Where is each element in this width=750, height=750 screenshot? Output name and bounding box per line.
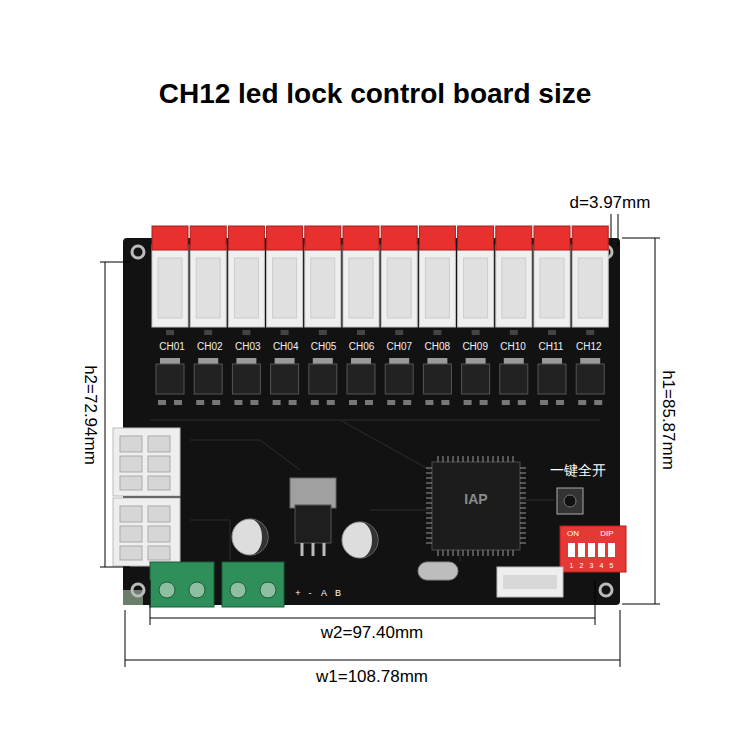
switch-number: 4	[600, 562, 604, 570]
pcb-board	[123, 238, 620, 605]
uart-connector	[497, 567, 563, 597]
dimension-label: w2=97.40mm	[321, 624, 424, 643]
switch-number: 2	[580, 562, 584, 570]
chip-marking: IAP	[464, 492, 487, 507]
push-button	[557, 488, 583, 514]
channel-label: CH08	[425, 341, 451, 352]
channel-label: CH02	[197, 341, 223, 352]
crystal	[418, 562, 458, 580]
dimension-label: d=3.97mm	[570, 194, 651, 213]
traces	[150, 420, 600, 562]
pin-label: +	[295, 589, 300, 599]
dimension-lines	[100, 214, 660, 667]
title: CH12 led lock control board size	[0, 78, 750, 110]
channel-connectors	[152, 226, 608, 335]
switch-number: 1	[570, 562, 574, 570]
channel-label: CH07	[387, 341, 413, 352]
pin-label: B	[335, 589, 341, 599]
channel-label: CH11	[539, 341, 564, 352]
channel-label: CH03	[235, 341, 261, 352]
terminal-blocks	[150, 562, 284, 607]
switch-label: DIP	[600, 530, 613, 539]
switch-number: 5	[610, 562, 614, 570]
dimension-label: w1=108.78mm	[316, 668, 428, 687]
channel-label: CH12	[576, 341, 602, 352]
pin-label: A	[321, 589, 327, 599]
channel-label: CH10	[500, 341, 526, 352]
switch-label: ON	[567, 530, 579, 539]
switch-number: 3	[590, 562, 594, 570]
pin-label: -	[309, 589, 312, 599]
regulator	[290, 478, 336, 556]
mount-holes	[132, 246, 612, 596]
channel-label: CH01	[159, 341, 185, 352]
mosfet-row	[156, 358, 604, 405]
channel-label: CH04	[273, 341, 299, 352]
channel-label: CH05	[311, 341, 337, 352]
dimension-label: h2=72.94mm	[81, 365, 100, 465]
button-label: 一键全开	[550, 463, 606, 478]
power-connectors	[113, 428, 180, 566]
dimension-label: h1=85.87mm	[659, 370, 678, 470]
channel-label: CH09	[462, 341, 488, 352]
channel-label: CH06	[349, 341, 375, 352]
dip-switch	[560, 526, 626, 572]
microcontroller	[426, 456, 526, 556]
capacitors	[232, 519, 378, 558]
